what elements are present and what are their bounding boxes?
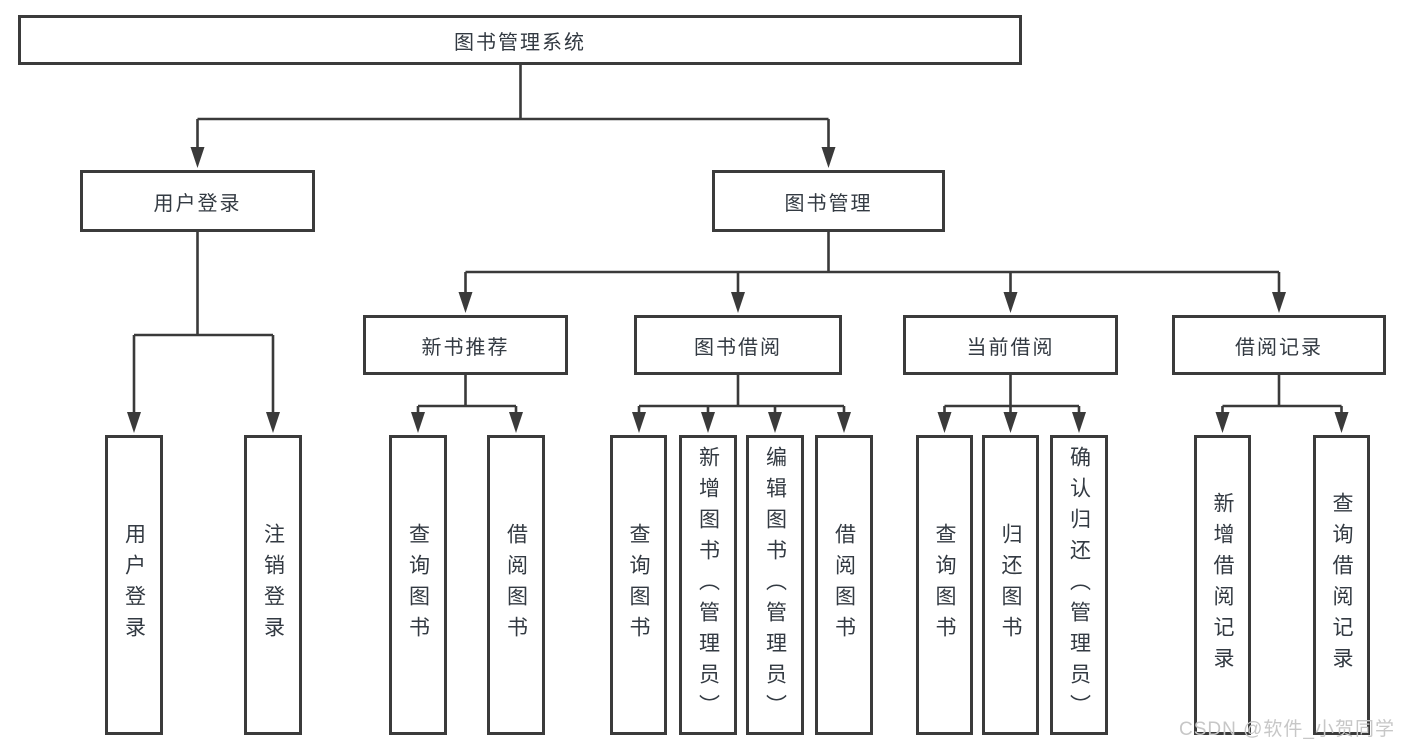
node-book-borrowing: 图书借阅 [634,315,842,375]
leaf-confirm-return-admin: 确认归还（管理员） [1050,435,1108,735]
leaf-label: 确认归还（管理员） [1067,445,1091,725]
leaf-label: 借阅图书 [832,523,856,647]
leaf-label: 查询图书 [406,523,430,647]
node-borrowing-records: 借阅记录 [1172,315,1386,375]
node-user-login: 用户登录 [80,170,315,232]
connector-root-to-level2 [196,65,830,152]
leaf-query-books-current: 查询图书 [916,435,973,735]
node-label: 图书管理 [784,192,873,215]
leaf-label: 借阅图书 [504,523,528,647]
node-current-borrowing: 当前借阅 [903,315,1118,375]
node-label: 用户登录 [153,192,242,215]
leaf-query-books-borrowing: 查询图书 [610,435,667,735]
leaf-label: 用户登录 [122,523,146,647]
leaf-logout: 注销登录 [244,435,302,735]
leaf-label: 编辑图书（管理员） [763,445,787,725]
leaf-borrow-books-recommend: 借阅图书 [487,435,545,735]
leaf-label: 查询图书 [627,523,650,647]
leaf-borrow-books-borrowing: 借阅图书 [815,435,873,735]
node-label: 图书借阅 [694,336,782,359]
leaf-return-books: 归还图书 [982,435,1039,735]
node-library-management-system: 图书管理系统 [18,15,1022,65]
connector-current-borrowing-to-leaves [943,375,1081,417]
leaf-query-books-recommend: 查询图书 [389,435,447,735]
connector-borrowing-records-to-leaves [1221,375,1343,417]
leaf-add-book-admin: 新增图书（管理员） [679,435,737,735]
node-label: 借阅记录 [1235,336,1323,359]
node-label: 图书管理系统 [454,31,586,54]
node-label: 新书推荐 [421,336,510,359]
node-book-management: 图书管理 [712,170,945,232]
leaf-add-borrow-record: 新增借阅记录 [1194,435,1251,735]
leaf-user-login: 用户登录 [105,435,163,735]
leaf-label: 新增图书（管理员） [696,445,720,725]
node-new-book-recommend: 新书推荐 [363,315,568,375]
node-label: 当前借阅 [966,336,1055,359]
leaf-query-borrow-record: 查询借阅记录 [1313,435,1370,735]
leaf-label: 注销登录 [261,523,285,647]
leaf-label: 归还图书 [999,523,1022,647]
connector-book-management-to-level3 [464,232,1281,296]
connector-user-login-to-leaves [132,232,275,417]
connector-new-book-recommend-to-leaves [416,375,518,417]
leaf-label: 新增借阅记录 [1211,492,1234,678]
connector-book-borrowing-to-leaves [637,375,846,417]
arrowheads [127,147,1349,433]
leaf-label: 查询借阅记录 [1330,492,1353,678]
leaf-edit-book-admin: 编辑图书（管理员） [746,435,804,735]
leaf-label: 查询图书 [933,523,956,647]
